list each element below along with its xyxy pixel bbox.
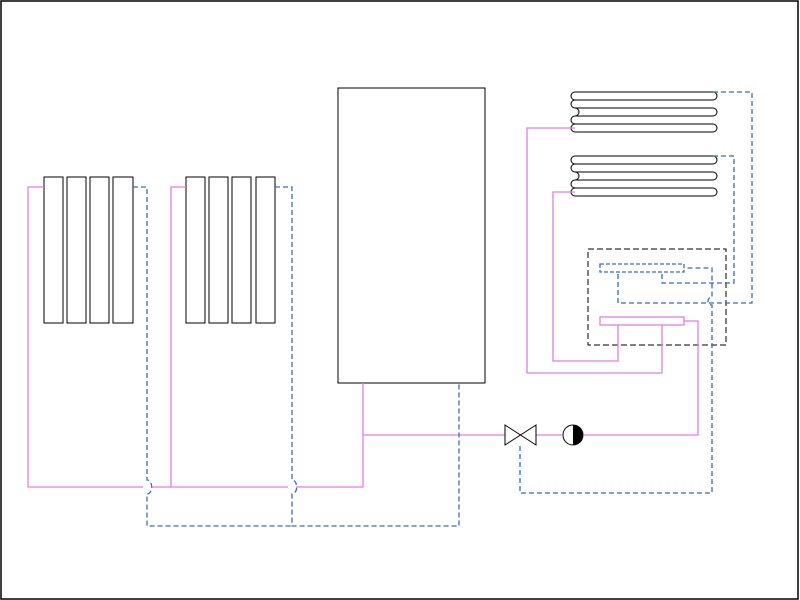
return-floor-loop-2 bbox=[661, 155, 735, 284]
return-main bbox=[519, 267, 713, 494]
manifold-housing bbox=[587, 248, 727, 346]
return-radiator-2 bbox=[275, 186, 460, 527]
supply-radiator-1 bbox=[27, 186, 171, 488]
valve-icon bbox=[504, 424, 537, 446]
valve bbox=[504, 424, 537, 446]
return-floor-loop-1 bbox=[617, 91, 753, 304]
supply-radiator-2 bbox=[170, 186, 364, 488]
radiator-1-section-3 bbox=[89, 176, 110, 324]
pump-direction-fill bbox=[573, 425, 583, 445]
return-radiator-1 bbox=[133, 186, 292, 527]
radiator-2-section-4 bbox=[255, 176, 276, 324]
supply-floor-loop-2 bbox=[552, 191, 619, 362]
radiator-1 bbox=[43, 176, 134, 324]
supply-floor-loop-1 bbox=[526, 127, 663, 374]
return-pipes bbox=[133, 91, 753, 527]
radiator-1-section-2 bbox=[66, 176, 87, 324]
floor-loop-1-coil bbox=[570, 91, 718, 133]
radiator-2-section-2 bbox=[208, 176, 229, 324]
pump bbox=[562, 424, 584, 446]
floor-loop-2 bbox=[570, 155, 718, 197]
manifold-supply-bar bbox=[599, 316, 685, 326]
radiator-1-section-4 bbox=[112, 176, 134, 324]
radiator-2-section-3 bbox=[231, 176, 252, 324]
supply-main bbox=[363, 320, 699, 436]
radiator-2 bbox=[185, 176, 276, 324]
floor-loop-2-coil bbox=[570, 155, 718, 197]
manifold-return-bar bbox=[599, 263, 685, 273]
boiler bbox=[337, 87, 486, 384]
radiator-2-section-1 bbox=[185, 176, 206, 324]
supply-pipes bbox=[27, 127, 699, 488]
radiator-1-section-1 bbox=[43, 176, 64, 324]
floor-loop-1 bbox=[570, 91, 718, 133]
